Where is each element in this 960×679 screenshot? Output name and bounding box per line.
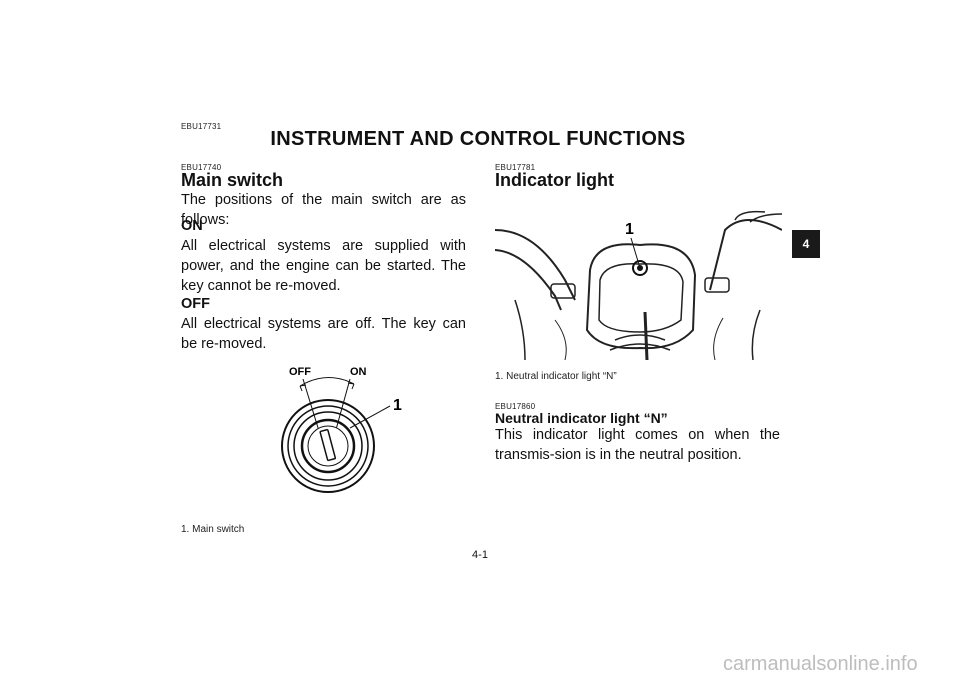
on-text: All electrical systems are supplied with… xyxy=(181,238,466,294)
rotation-arc xyxy=(299,377,355,387)
switch-outer-ring xyxy=(281,399,375,493)
right-handlebar xyxy=(709,219,782,291)
page-number: 4-1 xyxy=(472,549,488,561)
neutral-heading: Neutral indicator light “N” xyxy=(495,410,668,426)
neutral-indicator-lamp xyxy=(632,260,648,276)
switch-cylinder xyxy=(300,418,356,474)
callout-leader xyxy=(349,405,391,429)
key-slot xyxy=(319,428,337,462)
page-title-text: INSTRUMENT AND CONTROL FUNCTIONS xyxy=(270,128,686,150)
main-switch-figure: OFF ON 1 xyxy=(281,366,402,493)
main-switch-intro: The positions of the main switch are as … xyxy=(181,192,466,228)
right-clamp xyxy=(704,277,730,293)
switch-inner-ring xyxy=(293,411,363,481)
handlebar-figure: 1 xyxy=(495,210,782,360)
left-handlebar xyxy=(495,229,576,301)
switch-bezel xyxy=(287,405,369,487)
indicator-code: EBU17781 xyxy=(495,163,536,172)
center-pod xyxy=(585,243,697,350)
left-clamp xyxy=(550,283,576,299)
on-heading: ON xyxy=(181,218,203,234)
indicator-callout-leader xyxy=(630,237,641,269)
neutral-code: EBU17860 xyxy=(495,402,536,411)
off-heading: OFF xyxy=(181,296,210,312)
main-switch-code: EBU17740 xyxy=(181,163,222,172)
neutral-text: This indicator light comes on when the t… xyxy=(495,427,780,463)
indicator-caption: 1. Neutral indicator light “N” xyxy=(495,371,617,382)
indicator-heading: Indicator light xyxy=(495,170,614,190)
main-switch-heading: Main switch xyxy=(181,170,284,190)
switch-callout-number: 1 xyxy=(393,397,402,414)
off-label: OFF xyxy=(289,366,311,378)
off-text: All electrical systems are off. The key … xyxy=(181,316,466,352)
indicator-callout-number: 1 xyxy=(625,221,634,238)
page-title: INSTRUMENT AND CONTROL FUNCTIONS xyxy=(0,128,960,151)
watermark: carmanualsonline.info xyxy=(723,653,918,675)
chapter-tab[interactable]: 4 xyxy=(792,230,820,258)
section-code: EBU17731 xyxy=(181,122,222,131)
main-switch-caption: 1. Main switch xyxy=(181,524,245,535)
on-label: ON xyxy=(350,366,367,378)
